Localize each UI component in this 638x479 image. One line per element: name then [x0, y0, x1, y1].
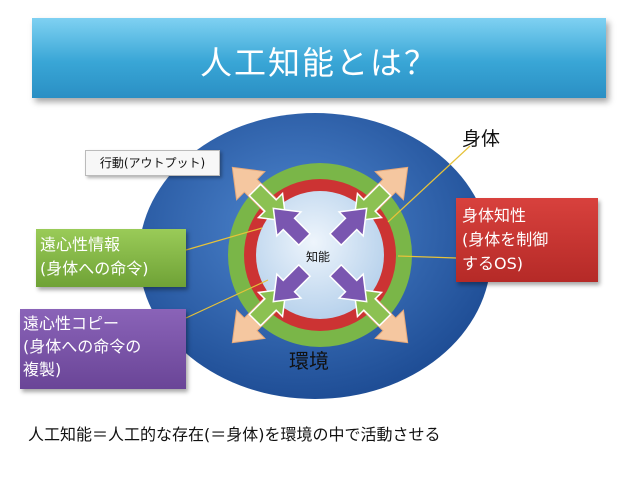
inner-arrow-ne	[328, 207, 368, 247]
page-title: 人工知能とは？	[199, 44, 438, 82]
title-banner: 人工知能とは？	[32, 18, 606, 98]
environment-label: 環境	[289, 349, 329, 373]
action-output-box: 行動(アウトプット)	[85, 150, 220, 176]
body-label: 身体	[462, 128, 501, 150]
connector-telepathy-copy	[185, 279, 269, 319]
inner-arrow-nw	[272, 207, 312, 247]
connector-lines	[185, 145, 471, 319]
inner-arrow-se	[328, 263, 368, 303]
inner-arrows	[272, 207, 368, 303]
intelligence-label: 知能	[306, 250, 331, 264]
connector-body-intelligence	[397, 255, 457, 259]
body-intelligence-box: 身体知性 (身体を制御 するOS)	[456, 198, 598, 282]
definition-text: 人工知能＝人工的な存在(＝身体)を環境の中で活動させる	[28, 425, 441, 444]
inner-arrow-sw	[272, 263, 312, 303]
connector-telepathy-info	[185, 227, 263, 251]
efferent-copy-box: 遠心性コピー (身体への命令の 複製)	[20, 309, 186, 389]
efferent-info-box: 遠心性情報 (身体への命令)	[36, 229, 186, 287]
connector-body	[387, 145, 471, 223]
